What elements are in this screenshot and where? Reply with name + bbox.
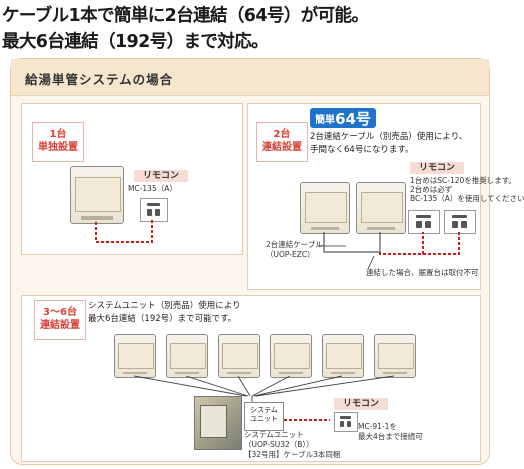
system-unit-box: システム ユニット bbox=[244, 402, 284, 431]
tag-double-count: 2台 bbox=[273, 129, 291, 140]
badge-number: 64号 bbox=[335, 110, 371, 128]
cable-label-line2: （UOP-EZC） bbox=[266, 250, 315, 259]
panel-multi-install: 3〜6台 連結設置 システムユニット（別売品）使用により 最大6台連結（192号… bbox=[21, 295, 481, 462]
section-title: 給湯単管システムの場合 bbox=[25, 72, 174, 87]
tag-multi: 3〜6台 連結設置 bbox=[34, 300, 86, 340]
remote-controller-icon bbox=[140, 198, 168, 222]
multi-remote-note-line2: 最大4台まで接続可 bbox=[358, 432, 423, 441]
remote-model-single: MC-135（A） bbox=[128, 184, 177, 193]
water-heater-unit-b bbox=[166, 334, 208, 378]
section-header: 給湯単管システムの場合 bbox=[11, 59, 489, 96]
tag-single: 1台 単独設置 bbox=[32, 122, 84, 162]
remote-controller-icon-multi bbox=[334, 412, 358, 432]
water-heater-unit-a bbox=[114, 334, 156, 378]
multi-desc-line1: システムユニット（別売品）使用により bbox=[88, 301, 241, 311]
panel-single-install: 1台 単独設置 リモコン MC-135（A） bbox=[21, 103, 243, 255]
tag-multi-count: 3〜6台 bbox=[43, 307, 77, 318]
badge-prefix: 簡単 bbox=[315, 115, 336, 126]
remote-controller-icon-2 bbox=[444, 210, 476, 234]
water-heater-unit-f bbox=[374, 334, 416, 378]
photo-caption-line3: 【32号用】ケーブル3本同梱 bbox=[244, 450, 341, 459]
double-note-line1: 1台めはSC-120を推奨します。 bbox=[410, 176, 517, 185]
tag-double: 2台 連結設置 bbox=[256, 122, 308, 162]
badge-64: 簡単64号 bbox=[310, 108, 376, 128]
headline-line-2: 最大6台連結（192号）まで対応。 bbox=[2, 32, 269, 52]
tag-single-type: 単独設置 bbox=[38, 142, 78, 153]
remote-label-double: リモコン bbox=[410, 162, 464, 174]
double-desc-line2: 手間なく64号になります。 bbox=[310, 145, 414, 155]
photo-caption-line1: システムユニット bbox=[244, 430, 304, 439]
system-unit-box-line1: システム bbox=[250, 406, 278, 414]
tag-single-count: 1台 bbox=[49, 129, 67, 140]
double-note-line2: 2台めは必ず bbox=[410, 185, 453, 194]
multi-remote-note-line1: MC-91-1を bbox=[358, 422, 397, 431]
double-footnote: 連結した場合、据置台は取付不可 bbox=[366, 268, 479, 277]
water-heater-unit-d bbox=[270, 334, 312, 378]
remote-controller-icon-1 bbox=[408, 210, 440, 234]
multi-desc-line2: 最大6台連結（192号）まで可能です。 bbox=[88, 314, 237, 324]
tag-multi-type: 連結設置 bbox=[40, 320, 80, 331]
water-heater-unit bbox=[70, 166, 124, 224]
system-unit-photo bbox=[194, 396, 242, 450]
tag-double-type: 連結設置 bbox=[262, 142, 302, 153]
cable-label-line1: 2台連結ケーブル bbox=[266, 240, 323, 249]
double-note-line3: BC-135（A）を使用してください bbox=[410, 194, 524, 203]
remote-label-single: リモコン bbox=[134, 170, 188, 182]
headline-line-1: ケーブル1本で簡単に2台連結（64号）が可能。 bbox=[2, 6, 369, 26]
remote-label-multi: リモコン bbox=[334, 398, 388, 410]
panel-double-install: 2台 連結設置 簡単64号 2台連結ケーブル（別売品）使用により、 手間なく64… bbox=[247, 103, 524, 290]
double-desc-line1: 2台連結ケーブル（別売品）使用により、 bbox=[310, 132, 468, 142]
water-heater-unit-e bbox=[322, 334, 364, 378]
system-unit-box-line2: ユニット bbox=[250, 415, 278, 423]
water-heater-unit-c bbox=[218, 334, 260, 378]
system-frame: 給湯単管システムの場合 1台 単独設置 リモコン MC-135（A） 2台 連結… bbox=[10, 58, 524, 465]
photo-caption-line2: （UOP-SU32（B）） bbox=[244, 440, 314, 449]
water-heater-unit-1 bbox=[300, 182, 350, 234]
water-heater-unit-2 bbox=[356, 182, 406, 234]
